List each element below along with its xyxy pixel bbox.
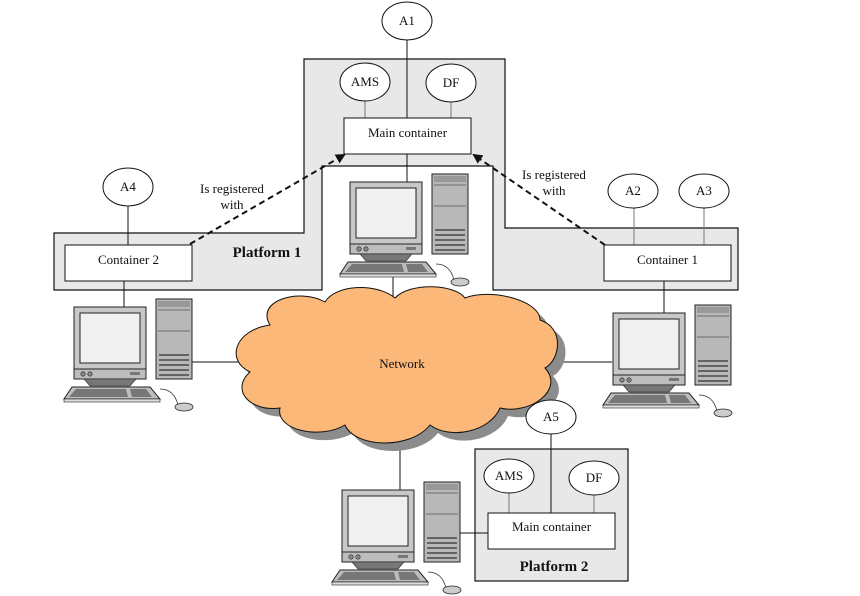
container-1-label: Container 1	[637, 252, 698, 267]
agent-ams-p2-label: AMS	[495, 468, 523, 483]
agent-a2-label: A2	[625, 183, 641, 198]
relation-right-line2: with	[542, 183, 566, 198]
relation-right-line1: Is registered	[522, 167, 586, 182]
agent-a5-label: A5	[543, 409, 559, 424]
agent-a2	[607, 173, 659, 209]
container-1-box	[603, 244, 732, 282]
agent-a3-label: A3	[696, 183, 712, 198]
agent-df-p1-label: DF	[443, 75, 460, 90]
agent-a1	[381, 1, 433, 41]
platform-1-boundary	[53, 58, 739, 291]
computer-container2	[63, 298, 194, 412]
agent-ams-p1	[339, 62, 391, 102]
relation-left-line2: with	[220, 197, 244, 212]
agent-ams-p2	[483, 458, 535, 494]
platform-1-label: Platform 1	[233, 245, 302, 261]
agent-a3	[678, 173, 730, 209]
agent-a4-label: A4	[120, 179, 136, 194]
agent-a4	[102, 167, 154, 207]
computer-platform1-main	[339, 173, 470, 287]
agent-df-p1	[425, 63, 477, 103]
container-2-box	[64, 244, 193, 282]
relation-left-line1: Is registered	[200, 181, 264, 196]
connector-lines	[123, 40, 705, 534]
p2-main-container-label: Main container	[512, 519, 592, 534]
computer-platform2-main	[331, 481, 462, 595]
computer-container1	[602, 304, 733, 418]
p1-main-container-label: Main container	[368, 125, 448, 140]
container-2-label: Container 2	[98, 252, 159, 267]
agent-df-p2-label: DF	[586, 470, 603, 485]
agent-df-p2	[568, 460, 620, 496]
p1-main-container-box	[343, 117, 472, 155]
agent-a1-label: A1	[399, 13, 415, 28]
network-label: Network	[379, 356, 425, 371]
p2-main-container-box	[487, 512, 616, 550]
agent-a5	[525, 399, 577, 435]
registration-arrow-right	[472, 153, 606, 246]
network-cloud	[235, 286, 566, 452]
platform-2-label: Platform 2	[520, 559, 589, 575]
agent-ams-p1-label: AMS	[351, 74, 379, 89]
